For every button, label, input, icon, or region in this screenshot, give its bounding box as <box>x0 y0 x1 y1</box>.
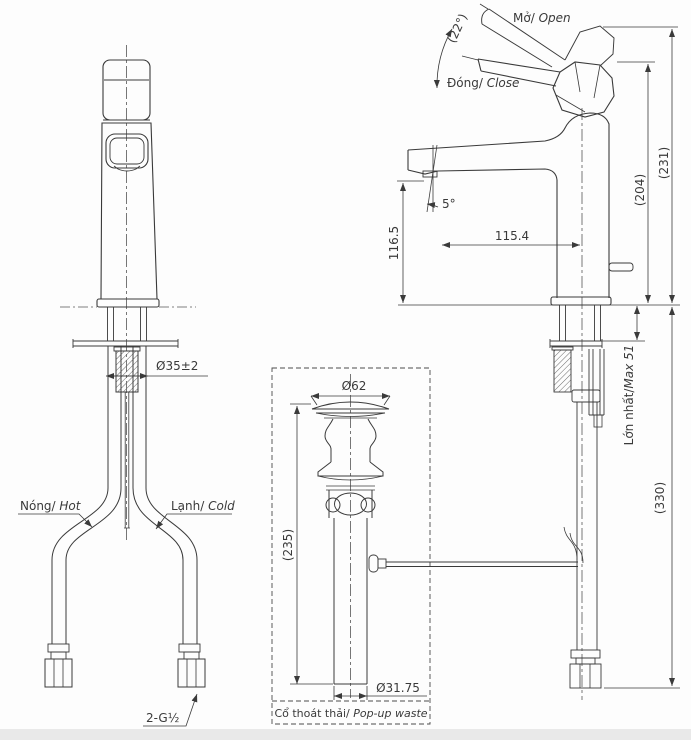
aerator <box>422 170 438 178</box>
front-supply-hoses <box>44 346 206 688</box>
stream-angle-detail <box>426 144 439 213</box>
front-threaded-shank <box>115 350 139 393</box>
hot-leader-line <box>18 513 93 528</box>
close-label: Đóng/ Close <box>447 76 519 90</box>
below-deck-length-label: (330) <box>653 482 667 514</box>
lift-rod-knob <box>608 262 634 272</box>
thread-leader-line <box>143 693 198 727</box>
side-hose-nut <box>569 663 602 689</box>
side-base-flange <box>550 296 612 306</box>
popup-pull-rod <box>368 554 578 573</box>
popup-body <box>324 418 334 462</box>
spout-height-label: 116.5 <box>387 226 401 260</box>
popup-length-label: (235) <box>281 529 295 561</box>
popup-cap-diameter-label: Ø62 <box>342 379 367 393</box>
popup-caption: Cổ thoát thải/ Pop-up waste <box>274 707 427 720</box>
front-washer <box>72 339 179 348</box>
spout-reach-label: 115.4 <box>495 229 529 243</box>
shank-diameter-label: Ø35±2 <box>156 359 198 373</box>
open-angle-arc <box>433 3 489 89</box>
cold-leader-line <box>155 513 232 530</box>
height-open-label: (231) <box>657 147 671 179</box>
height-closed-label: (204) <box>633 174 647 206</box>
side-below-counter <box>549 305 605 689</box>
front-spout-opening <box>105 133 149 169</box>
side-body <box>407 112 634 298</box>
open-handle-outline <box>481 8 615 68</box>
cold-hose-nut <box>177 658 206 688</box>
side-threaded-shank <box>553 349 572 393</box>
front-view <box>18 45 232 727</box>
stream-angle-label: 5° <box>442 197 456 211</box>
bottom-edge-strip <box>0 729 691 740</box>
popup-waste-view <box>271 367 578 725</box>
open-label: Mở/ Open <box>513 11 571 25</box>
max-deck-thickness-label: Lớn nhất/Max 51 <box>622 345 636 446</box>
thread-connection-label: 2-G½ <box>146 711 179 725</box>
side-view <box>397 3 680 700</box>
hot-hose-nut <box>44 658 73 688</box>
popup-cap <box>311 401 390 410</box>
side-supply-pipe <box>576 402 598 650</box>
popup-tail-diameter-label: Ø31.75 <box>376 681 420 695</box>
front-lift-rod <box>124 392 130 529</box>
closed-handle <box>477 58 615 118</box>
popup-dimensions <box>290 393 427 700</box>
popup-dashed-box <box>271 367 431 725</box>
cold-label: Lạnh/ Cold <box>171 499 235 513</box>
popup-ball-joint <box>328 490 373 518</box>
hot-label: Nóng/ Hot <box>20 499 82 513</box>
side-dimensions <box>397 26 680 689</box>
front-base-flange <box>96 298 160 308</box>
popup-tail-pipe <box>333 518 368 685</box>
